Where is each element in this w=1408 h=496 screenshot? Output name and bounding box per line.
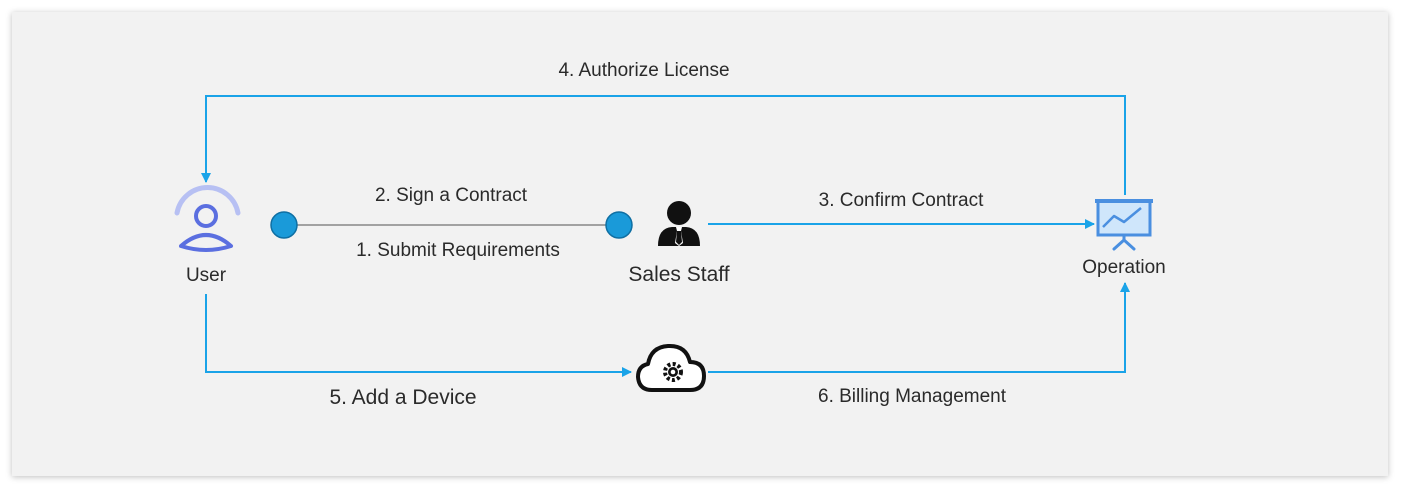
diagram-panel <box>12 12 1388 476</box>
label-sign-contract: 2. Sign a Contract <box>374 185 528 206</box>
edge-authorize-license <box>201 95 1126 195</box>
presentation-board-icon <box>1095 199 1153 251</box>
edge-add-device <box>205 294 632 377</box>
label-add-device: 5. Add a Device <box>329 386 477 409</box>
label-confirm-contract: 3. Confirm Contract <box>818 190 984 211</box>
node-label-operation: Operation <box>1082 257 1166 278</box>
node-label-user: User <box>185 265 227 286</box>
sales-connector-dot <box>605 211 633 239</box>
edge-billing-management <box>708 282 1130 373</box>
node-label-sales-staff: Sales Staff <box>628 263 730 286</box>
user-icon <box>174 185 241 252</box>
label-billing-management: 6. Billing Management <box>818 386 1006 407</box>
cloud-gear-icon <box>636 343 706 392</box>
sales-staff-icon <box>658 201 700 246</box>
label-submit-requirements: 1. Submit Requirements <box>356 240 560 261</box>
user-connector-dot <box>270 211 298 239</box>
label-authorize-license: 4. Authorize License <box>558 60 730 81</box>
